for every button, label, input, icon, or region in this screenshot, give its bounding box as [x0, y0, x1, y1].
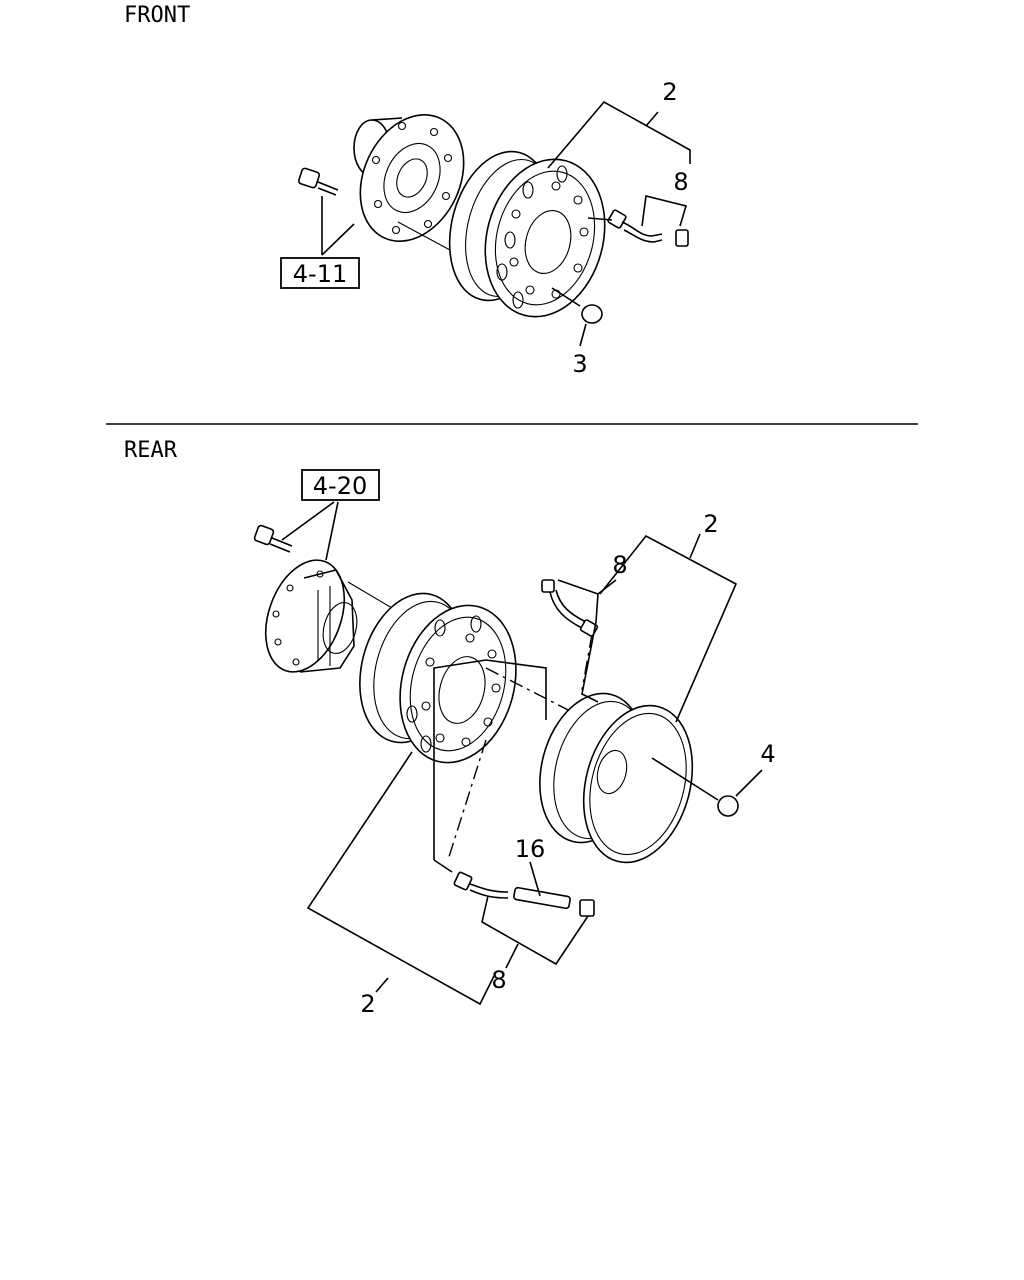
rear-inner-valve-callout-leader — [505, 943, 519, 969]
rear-inner-valve-axis — [447, 739, 487, 861]
front-wheel — [448, 150, 606, 318]
front-callout-nut: 3 — [572, 350, 587, 378]
rear-ref-leader — [281, 501, 339, 561]
rear-outer-valve-bracket — [557, 579, 617, 703]
rear-inner-wheel-bracket — [306, 751, 495, 1006]
rear-outer-valve — [541, 579, 599, 637]
rear-extension-callout-leader — [529, 861, 541, 897]
front-valve — [607, 209, 689, 247]
section-label-front: FRONT — [124, 3, 190, 28]
front-wheel-callout-leader — [645, 111, 659, 127]
rear-inner-valve — [453, 871, 509, 899]
rear-axis-line — [485, 667, 581, 717]
front-hub — [353, 114, 465, 242]
rear-outer-wheel-callout-leader — [689, 533, 701, 559]
rear-inner-wheel-valve-leader — [433, 659, 547, 860]
rear-outer-valve-axis — [581, 633, 593, 691]
rear-valve-extension — [513, 886, 595, 917]
front-callout-valve: 8 — [673, 168, 688, 196]
front-ref-leader — [321, 196, 355, 256]
rear-callout-extension: 16 — [515, 835, 546, 863]
rear-ref-label: 4-20 — [313, 472, 367, 500]
rear-hub — [264, 559, 358, 673]
front-valve-bracket — [641, 195, 688, 227]
rear-inner-valve-bracket — [481, 895, 589, 966]
front-ref-box — [280, 257, 360, 289]
rear-ref-box — [301, 469, 380, 501]
rear-inner-wheel-callout-leader — [375, 977, 389, 993]
front-wheel-bracket — [547, 100, 691, 169]
rear-inner-valve-leader — [433, 859, 453, 873]
rear-wheel-nut — [717, 795, 739, 817]
rear-outer-wheel — [539, 692, 694, 864]
front-callout-wheel: 2 — [662, 78, 677, 106]
rear-callout-nut: 4 — [760, 740, 775, 768]
rear-callout-inner-wheel: 2 — [360, 990, 375, 1018]
section-label-rear: REAR — [124, 438, 178, 463]
front-hub-to-wheel-line — [397, 221, 451, 251]
rear-callout-outer-wheel: 2 — [703, 510, 718, 538]
rear-hub-to-wheel-line — [347, 581, 393, 609]
front-wheel-nut — [581, 304, 603, 324]
rear-callout-outer-valve: 8 — [612, 551, 627, 579]
rear-hub-bolt — [253, 524, 293, 553]
front-ref-label: 4-11 — [293, 260, 347, 288]
front-nut-leader-top — [551, 287, 581, 307]
rear-nut-leader — [735, 769, 763, 797]
front-hub-bolt — [297, 167, 339, 196]
rear-callout-inner-valve: 8 — [491, 966, 506, 994]
front-wheel-valve-dash — [587, 217, 613, 221]
front-nut-leader-bottom — [579, 323, 587, 347]
rear-outer-wheel-bracket — [599, 534, 738, 723]
rear-inner-wheel — [359, 592, 517, 764]
rear-nut-axis — [651, 757, 719, 801]
